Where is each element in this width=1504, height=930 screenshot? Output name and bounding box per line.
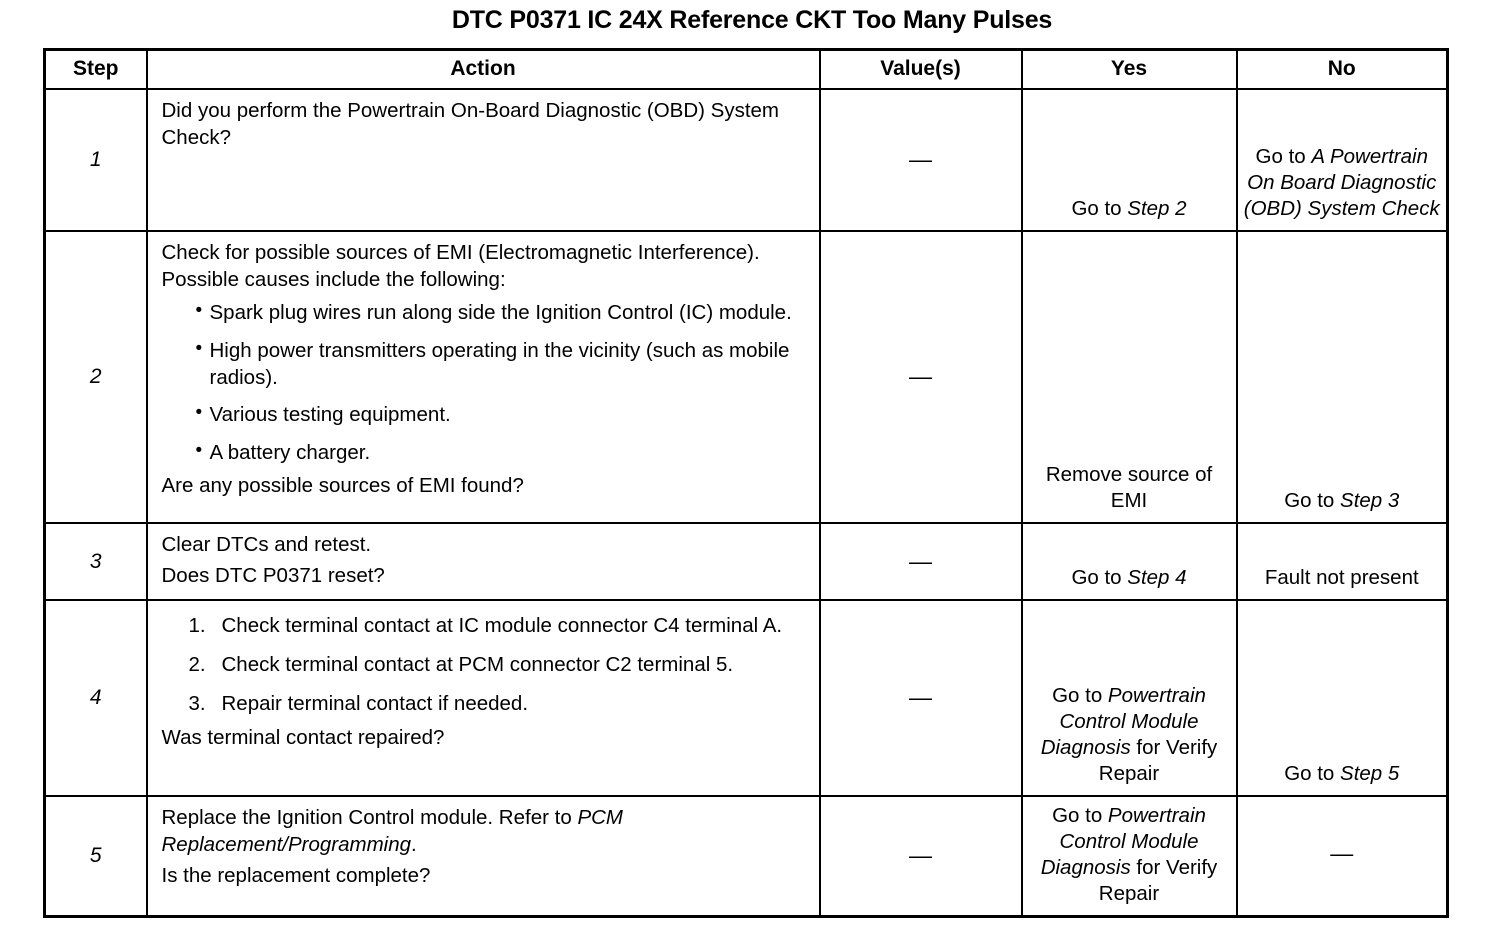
yes-cell: Remove source of EMI xyxy=(1020,230,1238,524)
table-row: 4 Check terminal contact at IC module co… xyxy=(43,599,1449,798)
action-bullet-list: Spark plug wires run along side the Igni… xyxy=(162,299,809,467)
no-prefix: Go to xyxy=(1255,144,1312,168)
yes-prefix: Go to xyxy=(1052,804,1108,828)
table-row: 1 Did you perform the Powertrain On-Boar… xyxy=(43,88,1449,232)
dtc-diagnostic-table: Step Action Value(s) Yes No 1 Did you pe… xyxy=(43,48,1449,919)
action-cell: Check terminal contact at IC module conn… xyxy=(145,599,821,798)
action-intro: Clear DTCs and retest. xyxy=(161,533,372,556)
table-row: 5 Replace the Ignition Control module. R… xyxy=(43,795,1449,918)
column-header-yes: Yes xyxy=(1020,48,1238,90)
value-text: — xyxy=(909,684,932,711)
action-question: Does DTC P0371 reset? xyxy=(161,563,385,587)
no-cell: — xyxy=(1235,795,1449,918)
yes-reference: Step 4 xyxy=(1127,566,1187,590)
yes-prefix: Go to xyxy=(1071,196,1128,220)
no-cell: Go to A Powertrain On Board Diagnostic (… xyxy=(1235,88,1449,232)
list-item: A battery charger. xyxy=(196,439,809,467)
no-prefix: Go to xyxy=(1284,762,1341,786)
action-intro-prefix: Replace the Ignition Control module. Ref… xyxy=(161,806,578,830)
action-question: Are any possible sources of EMI found? xyxy=(161,474,524,498)
table-header-row: Step Action Value(s) Yes No xyxy=(43,48,1449,90)
action-cell: Clear DTCs and retest. Does DTC P0371 re… xyxy=(145,521,821,602)
no-prefix: — xyxy=(1330,840,1354,867)
list-item: Spark plug wires run along side the Igni… xyxy=(196,299,809,327)
yes-prefix: Go to xyxy=(1052,684,1108,708)
step-number: 4 xyxy=(43,599,148,798)
yes-suffix: for Verify Repair xyxy=(1098,856,1218,906)
value-cell: — xyxy=(818,521,1023,602)
no-cell: Go to Step 3 xyxy=(1235,230,1449,524)
yes-prefix: Go to xyxy=(1071,566,1128,590)
table-row: 3 Clear DTCs and retest. Does DTC P0371 … xyxy=(43,521,1449,602)
no-reference: A Powertrain On Board Diagnostic (OBD) S… xyxy=(1243,144,1440,220)
page-title: DTC P0371 IC 24X Reference CKT Too Many … xyxy=(451,6,1053,34)
step-number: 2 xyxy=(43,230,148,524)
list-item: Repair terminal contact if needed. xyxy=(189,691,529,717)
list-item: Check terminal contact at IC module conn… xyxy=(189,613,783,639)
column-header-value: Value(s) xyxy=(818,48,1023,90)
action-intro-reference: PCM Replacement/Programming xyxy=(161,806,624,856)
column-header-step: Step xyxy=(43,48,148,90)
action-question: Is the replacement complete? xyxy=(161,863,431,887)
no-cell: Fault not present xyxy=(1235,521,1449,602)
yes-reference: Step 2 xyxy=(1127,196,1187,220)
action-intro: Did you perform the Powertrain On-Board … xyxy=(161,99,780,149)
yes-cell: Go to Step 4 xyxy=(1020,521,1238,602)
action-intro: Replace the Ignition Control module. Ref… xyxy=(162,805,809,858)
step-number: 5 xyxy=(43,795,148,918)
no-reference: Step 3 xyxy=(1340,488,1400,512)
value-cell: — xyxy=(818,599,1023,798)
list-item: High power transmitters operating in the… xyxy=(196,337,809,391)
action-cell: Check for possible sources of EMI (Elect… xyxy=(145,230,821,524)
no-prefix: Go to xyxy=(1284,488,1341,512)
diagnostic-table-container: Step Action Value(s) Yes No 1 Did you pe… xyxy=(43,48,1449,919)
value-text: — xyxy=(909,363,932,389)
column-header-no: No xyxy=(1235,48,1449,90)
yes-suffix: for Verify Repair xyxy=(1098,736,1218,786)
no-reference: Step 5 xyxy=(1340,762,1400,786)
yes-reference: Powertrain Control Module Diagnosis xyxy=(1040,804,1206,880)
value-text: — xyxy=(909,547,932,574)
list-item: Various testing equipment. xyxy=(196,401,809,429)
yes-prefix: Remove source of EMI xyxy=(1045,462,1213,512)
value-text: — xyxy=(909,146,932,172)
action-cell: Did you perform the Powertrain On-Board … xyxy=(145,88,821,232)
table-row: 2 Check for possible sources of EMI (Ele… xyxy=(43,230,1449,524)
value-text: — xyxy=(909,842,932,869)
step-number: 1 xyxy=(43,88,148,232)
column-header-action: Action xyxy=(145,48,821,90)
yes-reference: Powertrain Control Module Diagnosis xyxy=(1040,684,1206,760)
yes-cell: Go to Powertrain Control Module Diagnosi… xyxy=(1020,795,1238,918)
action-question: Was terminal contact repaired? xyxy=(161,726,445,750)
list-item: Check terminal contact at PCM connector … xyxy=(189,652,734,678)
no-prefix: Fault not present xyxy=(1264,566,1419,590)
value-cell: — xyxy=(818,88,1023,232)
value-cell: — xyxy=(818,230,1023,524)
action-intro-suffix: . xyxy=(411,832,417,856)
action-cell: Replace the Ignition Control module. Ref… xyxy=(145,795,821,918)
step-number: 3 xyxy=(43,521,148,602)
yes-cell: Go to Step 2 xyxy=(1020,88,1238,232)
value-cell: — xyxy=(818,795,1023,918)
action-numbered-list: Check terminal contact at IC module conn… xyxy=(162,613,809,717)
no-cell: Go to Step 5 xyxy=(1235,599,1449,798)
yes-cell: Go to Powertrain Control Module Diagnosi… xyxy=(1020,599,1238,798)
action-intro: Check for possible sources of EMI (Elect… xyxy=(161,241,760,291)
